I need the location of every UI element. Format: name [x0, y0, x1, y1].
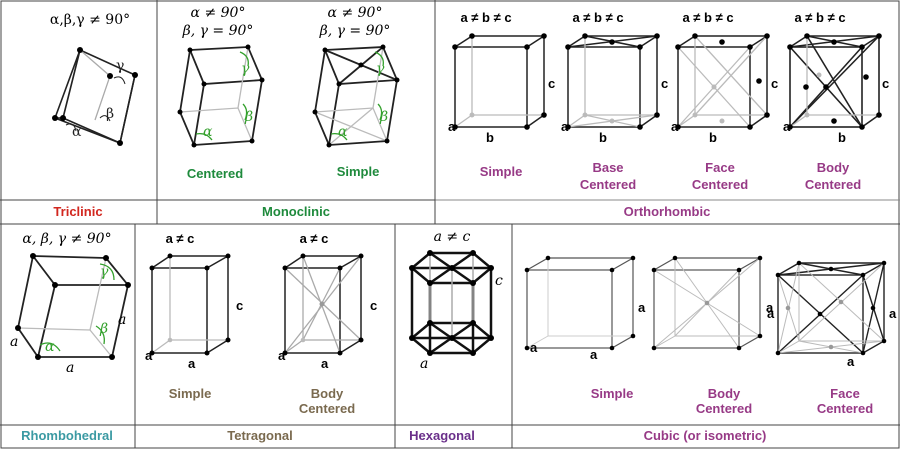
triclinic-angle-gamma: γ: [116, 58, 124, 74]
rhombo-condition: α, β, γ ≠ 90°: [22, 231, 111, 247]
ortho-condition-3: a ≠ b ≠ c: [682, 10, 733, 25]
monoclinic-centered-label: Centered: [187, 166, 243, 181]
ortho-body-edge-a: a: [783, 119, 791, 134]
tetra-body-label-1: Body: [311, 386, 344, 401]
cubic-face-edge-a-right: a: [889, 306, 897, 321]
monoclinic-centered-beta: β: [244, 109, 253, 125]
rhombo-edge-a-left: a: [10, 334, 18, 350]
monoclinic-condition-1: α ≠ 90°: [191, 5, 246, 21]
triclinic-condition: α,β,γ ≠ 90°: [50, 12, 130, 28]
ortho-simple-edge-b: b: [486, 130, 494, 145]
orthorhombic-caption: Orthorhombic: [624, 204, 711, 219]
hexagonal-cell: [409, 250, 494, 356]
tetra-body-edge-a-left: a: [278, 348, 286, 363]
ortho-body-edge-b: b: [838, 130, 846, 145]
ortho-body-centered-cell: [787, 33, 882, 130]
cubic-face-edge-a-left: a: [767, 306, 775, 321]
monoclinic-centered-alpha: α: [203, 124, 213, 140]
ortho-base-edge-c: c: [661, 76, 668, 91]
hex-edge-c: c: [495, 273, 503, 289]
triclinic-caption: Triclinic: [53, 204, 102, 219]
hex-condition: a ≠ c: [434, 229, 471, 245]
ortho-face-edge-a: a: [671, 119, 679, 134]
monoclinic-centered-cell: [177, 44, 265, 148]
monoclinic-simple-gamma: γ: [376, 61, 385, 77]
tetra-simple-label: Simple: [169, 386, 212, 401]
tetra-condition-1: a ≠ c: [166, 231, 195, 246]
tetragonal-simple-cell: [149, 253, 231, 356]
ortho-simple-label: Simple: [480, 164, 523, 179]
rhombo-angle-gamma: γ: [100, 264, 109, 280]
ortho-base-centered-cell: [565, 33, 660, 130]
ortho-simple-edge-a: a: [448, 119, 456, 134]
ortho-condition-2: a ≠ b ≠ c: [572, 10, 623, 25]
triclinic-cell: [52, 47, 138, 146]
ortho-body-label-1: Body: [817, 160, 850, 175]
monoclinic-simple-cell: [312, 44, 400, 148]
cubic-body-label-2: Centered: [696, 401, 752, 416]
rhombohedral-caption: Rhombohedral: [21, 428, 113, 443]
tetragonal-caption: Tetragonal: [227, 428, 293, 443]
ortho-base-edge-b: b: [599, 130, 607, 145]
cubic-face-label-2: Centered: [817, 401, 873, 416]
triclinic-angle-alpha: α: [72, 124, 82, 140]
tetra-body-edge-a-bottom: a: [321, 356, 329, 371]
tetra-simple-edge-c: c: [236, 298, 243, 313]
ortho-face-label-1: Face: [705, 160, 735, 175]
ortho-face-edge-c: c: [771, 76, 778, 91]
tetra-body-edge-c: c: [370, 298, 377, 313]
monoclinic-simple-label: Simple: [337, 164, 380, 179]
cubic-body-label-1: Body: [708, 386, 741, 401]
monoclinic-caption: Monoclinic: [262, 204, 330, 219]
ortho-simple-edge-c: c: [548, 76, 555, 91]
ortho-face-label-2: Centered: [692, 177, 748, 192]
cubic-body-edge-a: a: [766, 300, 774, 315]
tetra-simple-edge-a-bottom: a: [188, 356, 196, 371]
ortho-condition-4: a ≠ b ≠ c: [794, 10, 845, 25]
tetra-simple-edge-a-left: a: [145, 348, 153, 363]
ortho-condition-1: a ≠ b ≠ c: [460, 10, 511, 25]
ortho-simple-cell: [452, 33, 547, 130]
cubic-face-edge-a-bottom: a: [847, 354, 855, 369]
ortho-body-label-2: Centered: [805, 177, 861, 192]
rhombo-angle-beta: β: [99, 321, 108, 337]
cubic-simple-edge-a-left: a: [530, 340, 538, 355]
rhombo-angle-alpha: α: [45, 339, 55, 355]
cubic-simple-label: Simple: [591, 386, 634, 401]
monoclinic-condition-2: β, γ = 90°: [182, 23, 254, 39]
ortho-body-edge-c: c: [882, 76, 889, 91]
monoclinic-centered-gamma: γ: [241, 61, 250, 77]
cubic-face-label-1: Face: [830, 386, 860, 401]
ortho-base-label-1: Base: [592, 160, 623, 175]
cubic-caption: Cubic (or isometric): [644, 428, 767, 443]
rhombo-edge-a-right: a: [118, 312, 126, 328]
tetragonal-body-centered-cell: [282, 253, 364, 356]
hexagonal-caption: Hexagonal: [409, 428, 475, 443]
ortho-face-edge-b: b: [709, 130, 717, 145]
monoclinic-simple-alpha: α: [338, 124, 348, 140]
tetra-condition-2: a ≠ c: [300, 231, 329, 246]
triclinic-lattice-points: [52, 47, 138, 146]
cubic-face-centered-cell: [775, 260, 887, 356]
rhombo-edge-a-bottom: a: [66, 360, 74, 376]
cubic-simple-edge-a-right: a: [638, 300, 646, 315]
ortho-base-edge-a: a: [561, 119, 569, 134]
monoclinic-condition-3: α ≠ 90°: [328, 5, 383, 21]
rhombohedral-cell: [15, 253, 131, 360]
monoclinic-simple-beta: β: [379, 109, 388, 125]
ortho-base-label-2: Centered: [580, 177, 636, 192]
hex-edge-a: a: [420, 356, 428, 372]
cubic-body-centered-cell: [651, 255, 763, 351]
tetra-body-label-2: Centered: [299, 401, 355, 416]
triclinic-angle-beta: β: [106, 106, 114, 122]
monoclinic-condition-4: β, γ = 90°: [319, 23, 391, 39]
ortho-face-centered-cell: [675, 33, 770, 130]
cubic-simple-cell: [524, 255, 636, 351]
cubic-simple-edge-a-bottom: a: [590, 347, 598, 362]
